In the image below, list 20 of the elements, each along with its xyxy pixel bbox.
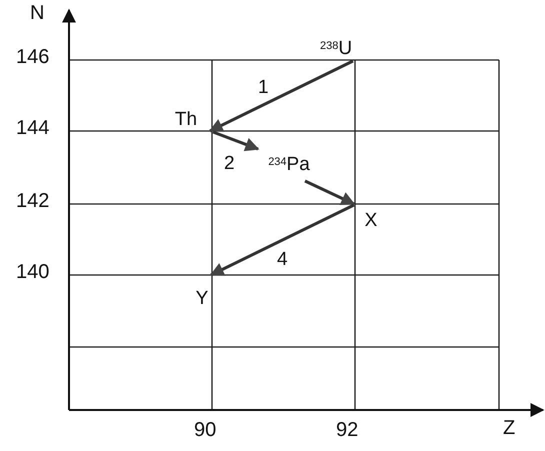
nuclide-label: Th	[166, 105, 206, 129]
edge-label: 2	[224, 154, 235, 173]
axis-label: 90	[194, 420, 216, 440]
axis-label: 146	[16, 47, 50, 67]
edge-label: 1	[258, 78, 269, 97]
nuclide-label: X	[361, 206, 381, 230]
nuclide-label: $^{238}$U	[314, 30, 358, 58]
edge-label: 4	[277, 250, 288, 269]
arrow	[208, 60, 354, 132]
axis-label: 140	[16, 262, 50, 282]
axis-label: 92	[336, 420, 358, 440]
arrow	[210, 204, 355, 276]
arrow	[304, 180, 356, 206]
axis-label: N	[30, 3, 44, 23]
nuclide-label: Y	[192, 284, 212, 308]
axis-label: 144	[16, 118, 50, 138]
arrow	[212, 130, 260, 152]
axis-label: 142	[16, 191, 50, 211]
axis-label: Z	[503, 418, 516, 438]
nuclide-label: $^{234}$Pa	[260, 146, 318, 174]
